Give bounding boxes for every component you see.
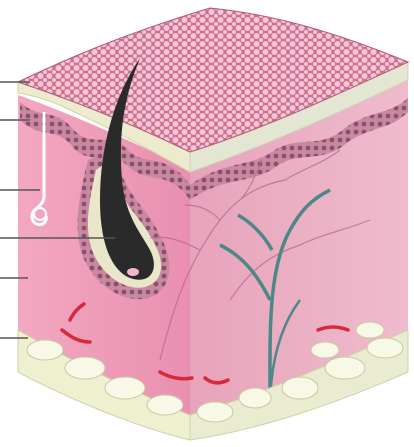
hair-papilla <box>127 268 139 276</box>
